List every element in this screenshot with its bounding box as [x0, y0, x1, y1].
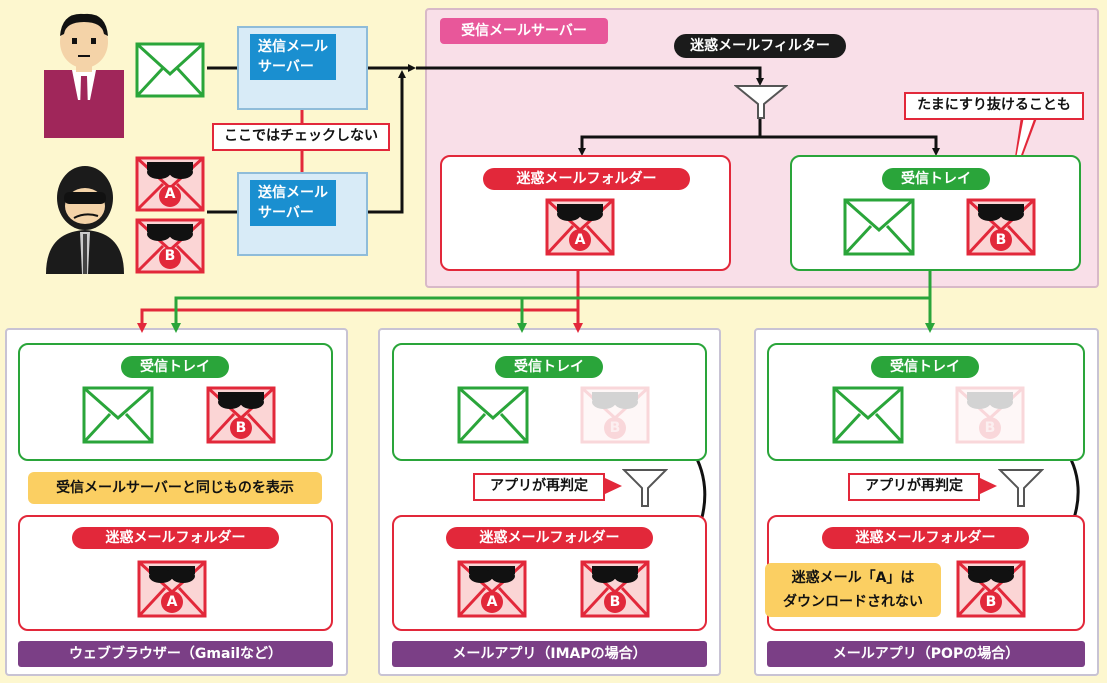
browser-inbox-label: 受信トレイ [121, 356, 229, 378]
spam-mail-a-sender-label: A [164, 186, 176, 202]
imap-rejudge-note: アプリが再判定 [473, 473, 605, 501]
imap-inbox-label: 受信トレイ [495, 356, 603, 378]
pop-inbox-faded-spam-mail-b [955, 386, 1025, 444]
browser-spam-mail-a [137, 560, 207, 618]
imap-inbox-normal-mail [457, 386, 529, 444]
imap-inbox-faded-spam-mail-b-label: B [609, 420, 621, 436]
browser-inbox-spam-mail-b [206, 386, 276, 444]
sending-server-1-label: 送信メール サーバー [250, 34, 336, 80]
browser-inbox-spam-mail-b-label: B [235, 420, 247, 436]
imap-footer: メールアプリ（IMAPの場合） [392, 641, 707, 667]
imap-spam-folder-label: 迷惑メールフォルダー [446, 527, 653, 549]
browser-inbox-normal-mail [82, 386, 154, 444]
spam-mail-b-sender [135, 218, 205, 274]
pop-inbox-label: 受信トレイ [871, 356, 979, 378]
normal-mail-icon [135, 42, 205, 98]
browser-footer: ウェブブラウザー（Gmailなど） [18, 641, 333, 667]
spam-filter-funnel-icon [733, 84, 789, 120]
imap-inbox-faded-spam-mail-b [580, 386, 650, 444]
browser-same-note: 受信メールサーバーと同じものを表示 [28, 472, 322, 504]
server-inbox-normal-mail [843, 198, 915, 256]
server-spam-folder-label: 迷惑メールフォルダー [483, 168, 690, 190]
pop-inbox-faded-spam-mail-b-label: B [984, 420, 996, 436]
browser-spam-mail-a-label: A [166, 594, 178, 610]
pop-footer: メールアプリ（POPの場合） [767, 641, 1085, 667]
spam-mail-b-sender-label: B [164, 248, 176, 264]
server-inbox-label: 受信トレイ [882, 168, 990, 190]
server-inbox-spam-mail-b [966, 198, 1036, 256]
slip-through-note: たまにすり抜けることも [904, 92, 1084, 120]
pop-spam-folder-label: 迷惑メールフォルダー [822, 527, 1029, 549]
spam-mail-a-sender [135, 156, 205, 212]
no-check-note: ここではチェックしない [212, 123, 390, 151]
server-spam-mail-a [545, 198, 615, 256]
pop-spam-mail-b-label: B [985, 594, 997, 610]
imap-filter-funnel-icon [621, 468, 669, 508]
browser-spam-folder-label: 迷惑メールフォルダー [72, 527, 279, 549]
imap-spam-mail-a-label: A [486, 594, 498, 610]
pop-spam-mail-b [956, 560, 1026, 618]
spam-filter-label: 迷惑メールフィルター [674, 34, 846, 58]
pop-filter-funnel-icon [997, 468, 1045, 508]
normal-user-avatar [44, 10, 124, 138]
imap-spam-folder [392, 515, 707, 631]
sending-server-2-label: 送信メール サーバー [250, 180, 336, 226]
pop-inbox-normal-mail [832, 386, 904, 444]
spammer-avatar [42, 162, 128, 274]
imap-spam-mail-a [457, 560, 527, 618]
imap-spam-mail-b-label: B [609, 594, 621, 610]
server-spam-mail-a-label: A [574, 232, 586, 248]
pop-rejudge-note: アプリが再判定 [848, 473, 980, 501]
server-inbox-spam-mail-b-label: B [995, 232, 1007, 248]
incoming-mail-server-title: 受信メールサーバー [440, 18, 608, 44]
imap-spam-mail-b [580, 560, 650, 618]
pop-not-downloaded-note: 迷惑メール「A」は ダウンロードされない [765, 563, 941, 617]
